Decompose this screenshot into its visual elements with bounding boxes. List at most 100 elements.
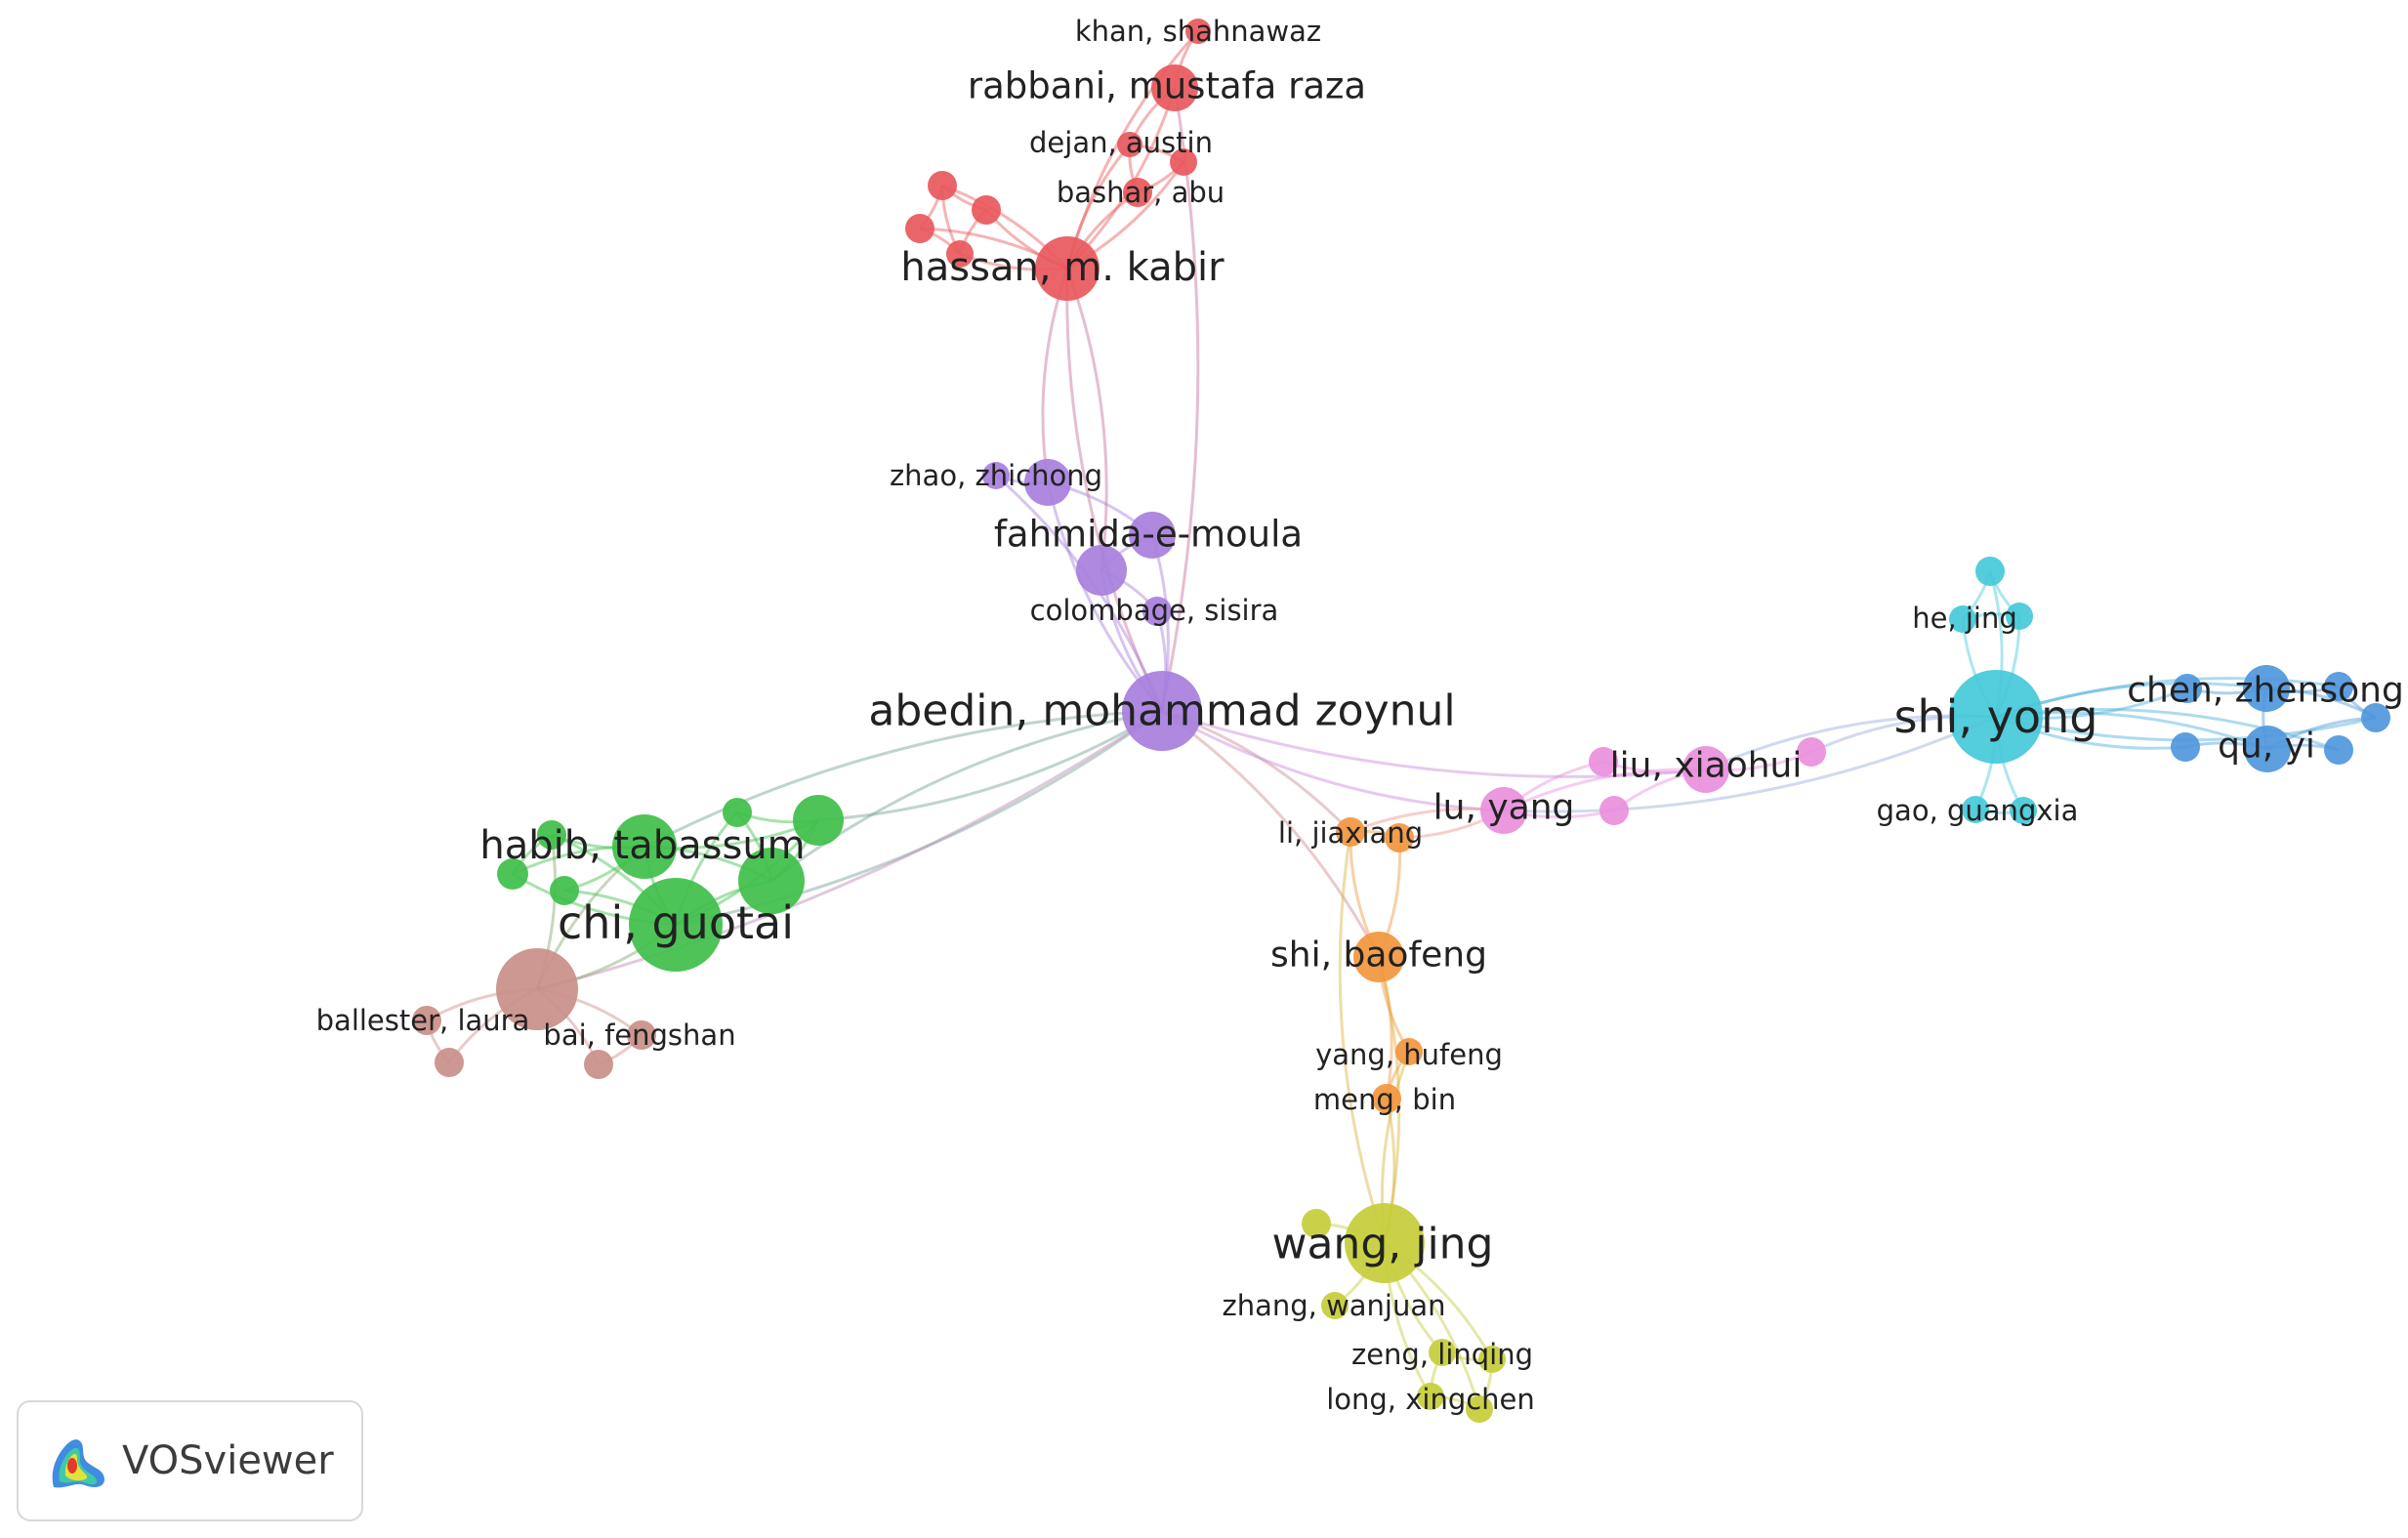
node-luyang[interactable] — [1480, 787, 1527, 834]
node-wangjing[interactable] — [1345, 1203, 1425, 1283]
node-brown_a[interactable] — [435, 1048, 464, 1077]
node-blue_b[interactable] — [2324, 672, 2353, 701]
node-yellow_c[interactable] — [1466, 1395, 1493, 1423]
node-cyan_c[interactable] — [2010, 797, 2037, 824]
label-zhangwanjuan[interactable]: zhang, wanjuan — [1222, 1289, 1445, 1322]
network-labels: khan, shahnawaz rabbani, mustafa raza deja… — [316, 15, 2404, 1416]
label-ballester[interactable]: ballester, laura — [316, 1004, 530, 1037]
node-orange_a[interactable] — [1385, 823, 1414, 852]
node-bashar[interactable] — [1123, 178, 1152, 207]
label-dejan[interactable]: dejan, austin — [1029, 126, 1213, 159]
node-yanghufeng[interactable] — [1395, 1038, 1423, 1065]
node-chenzhensong[interactable] — [2243, 665, 2290, 712]
label-habib[interactable]: habib, tabassum — [479, 823, 805, 868]
node-zhao[interactable] — [982, 462, 1010, 489]
node-red_a[interactable] — [928, 171, 957, 200]
label-bashar[interactable]: bashar, abu — [1057, 176, 1225, 209]
vosviewer-badge[interactable]: VOSviewer — [17, 1400, 363, 1521]
label-gaoguangxia[interactable]: gao, guangxia — [1877, 794, 2079, 827]
label-shiyong[interactable]: shi, yong — [1894, 690, 2098, 743]
label-shibaofeng[interactable]: shi, baofeng — [1270, 935, 1487, 976]
node-pink_a[interactable] — [1589, 747, 1618, 776]
link-hassan-purple_a — [1041, 268, 1069, 483]
node-green_d[interactable] — [723, 798, 752, 827]
node-brown_main[interactable] — [496, 948, 578, 1030]
node-yellow_b[interactable] — [1478, 1346, 1506, 1373]
node-colombage[interactable] — [1142, 597, 1172, 626]
node-blue_a[interactable] — [2173, 674, 2202, 703]
node-quyi[interactable] — [2244, 726, 2291, 772]
node-pink_b[interactable] — [1599, 796, 1629, 825]
label-quyi[interactable]: qu, yi — [2218, 727, 2315, 767]
node-bai[interactable] — [627, 1020, 656, 1050]
node-blue_c[interactable] — [2361, 703, 2390, 732]
node-yellow_a[interactable] — [1302, 1209, 1331, 1238]
node-zenglinqing[interactable] — [1429, 1339, 1456, 1366]
label-khan[interactable]: khan, shahnawaz — [1075, 15, 1321, 48]
vosviewer-badge-label: VOSviewer — [122, 1438, 334, 1483]
label-mengbin[interactable]: meng, bin — [1313, 1083, 1456, 1116]
node-purple_b[interactable] — [1076, 545, 1127, 596]
link-abedin-shibaofeng — [1161, 709, 1381, 958]
label-colombage[interactable]: colombage, sisira — [1030, 594, 1279, 627]
label-zenglinqing[interactable]: zeng, linqing — [1351, 1338, 1533, 1371]
node-lijiaxiang[interactable] — [1336, 817, 1365, 847]
node-pink_c[interactable] — [1797, 737, 1826, 767]
label-fahmida[interactable]: fahmida-e-moula — [994, 514, 1303, 556]
link-abedin-chi — [675, 709, 1163, 927]
node-green_a[interactable] — [537, 820, 566, 850]
node-shiyong[interactable] — [1949, 670, 2043, 764]
node-abedin[interactable] — [1122, 671, 1202, 751]
link-hassan-abedin — [1065, 268, 1164, 712]
node-dejan[interactable] — [1117, 132, 1142, 157]
node-shibaofeng[interactable] — [1353, 932, 1404, 982]
node-blue_d[interactable] — [2171, 732, 2200, 762]
node-liuxiaohui[interactable] — [1682, 746, 1729, 793]
label-abedin[interactable]: abedin, mohammad zoynul — [868, 686, 1455, 736]
node-chi[interactable] — [629, 878, 723, 972]
label-chenzhensong[interactable]: chen, zhensong — [2127, 671, 2404, 711]
label-zhao[interactable]: zhao, zhichong — [890, 459, 1102, 492]
node-hejing[interactable] — [1949, 605, 1976, 633]
link-abedin-liuxiaohui — [1161, 709, 1707, 778]
link-abedin-green_f — [770, 709, 1163, 883]
node-cyan_top[interactable] — [1975, 557, 2005, 586]
node-blue_e[interactable] — [2324, 735, 2353, 765]
label-hassan[interactable]: hassan, m. kabir — [900, 245, 1225, 290]
label-yanghufeng[interactable]: yang, hufeng — [1315, 1038, 1503, 1071]
network-nodes — [412, 19, 2390, 1423]
label-chi[interactable]: chi, guotai — [558, 896, 794, 949]
node-fahmida[interactable] — [1129, 512, 1176, 559]
node-mengbin[interactable] — [1372, 1084, 1401, 1113]
label-bai[interactable]: bai, fengshan — [543, 1018, 735, 1052]
node-purple_a[interactable] — [1024, 459, 1071, 506]
node-green_b[interactable] — [497, 858, 528, 890]
node-gaoguangxia[interactable] — [1962, 796, 1989, 823]
node-red_d[interactable] — [946, 240, 974, 268]
node-khan[interactable] — [1185, 19, 1211, 44]
label-hejing[interactable]: he, jing — [1912, 602, 2017, 635]
node-rabbani[interactable] — [1151, 64, 1198, 111]
label-longxingchen[interactable]: long, xingchen — [1326, 1383, 1535, 1416]
label-wangjing[interactable]: wang, jing — [1271, 1220, 1493, 1269]
node-zhangwanjuan[interactable] — [1321, 1292, 1349, 1319]
label-rabbani[interactable]: rabbani, mustafa raza — [968, 65, 1366, 107]
node-brown_b[interactable] — [584, 1050, 613, 1079]
link-abedin-luyang — [1161, 709, 1505, 812]
node-hassan[interactable] — [1035, 236, 1100, 301]
node-green_c[interactable] — [550, 876, 579, 905]
vosviewer-logo-icon — [52, 1439, 104, 1488]
node-ballester[interactable] — [412, 1006, 441, 1035]
node-cyan_b[interactable] — [2006, 603, 2033, 630]
node-red_extra1[interactable] — [1170, 148, 1197, 176]
label-liuxiaohui[interactable]: liu, xiaohui — [1610, 746, 1803, 786]
node-red_b[interactable] — [972, 195, 1001, 225]
label-lijiaxiang[interactable]: li, jiaxiang — [1278, 816, 1423, 850]
node-green_f[interactable] — [738, 848, 805, 914]
label-luyang[interactable]: lu, yang — [1433, 788, 1575, 828]
node-habib[interactable] — [612, 814, 677, 879]
node-green_e[interactable] — [793, 795, 844, 846]
node-longxingchen[interactable] — [1417, 1383, 1444, 1410]
node-red_c[interactable] — [905, 214, 934, 243]
